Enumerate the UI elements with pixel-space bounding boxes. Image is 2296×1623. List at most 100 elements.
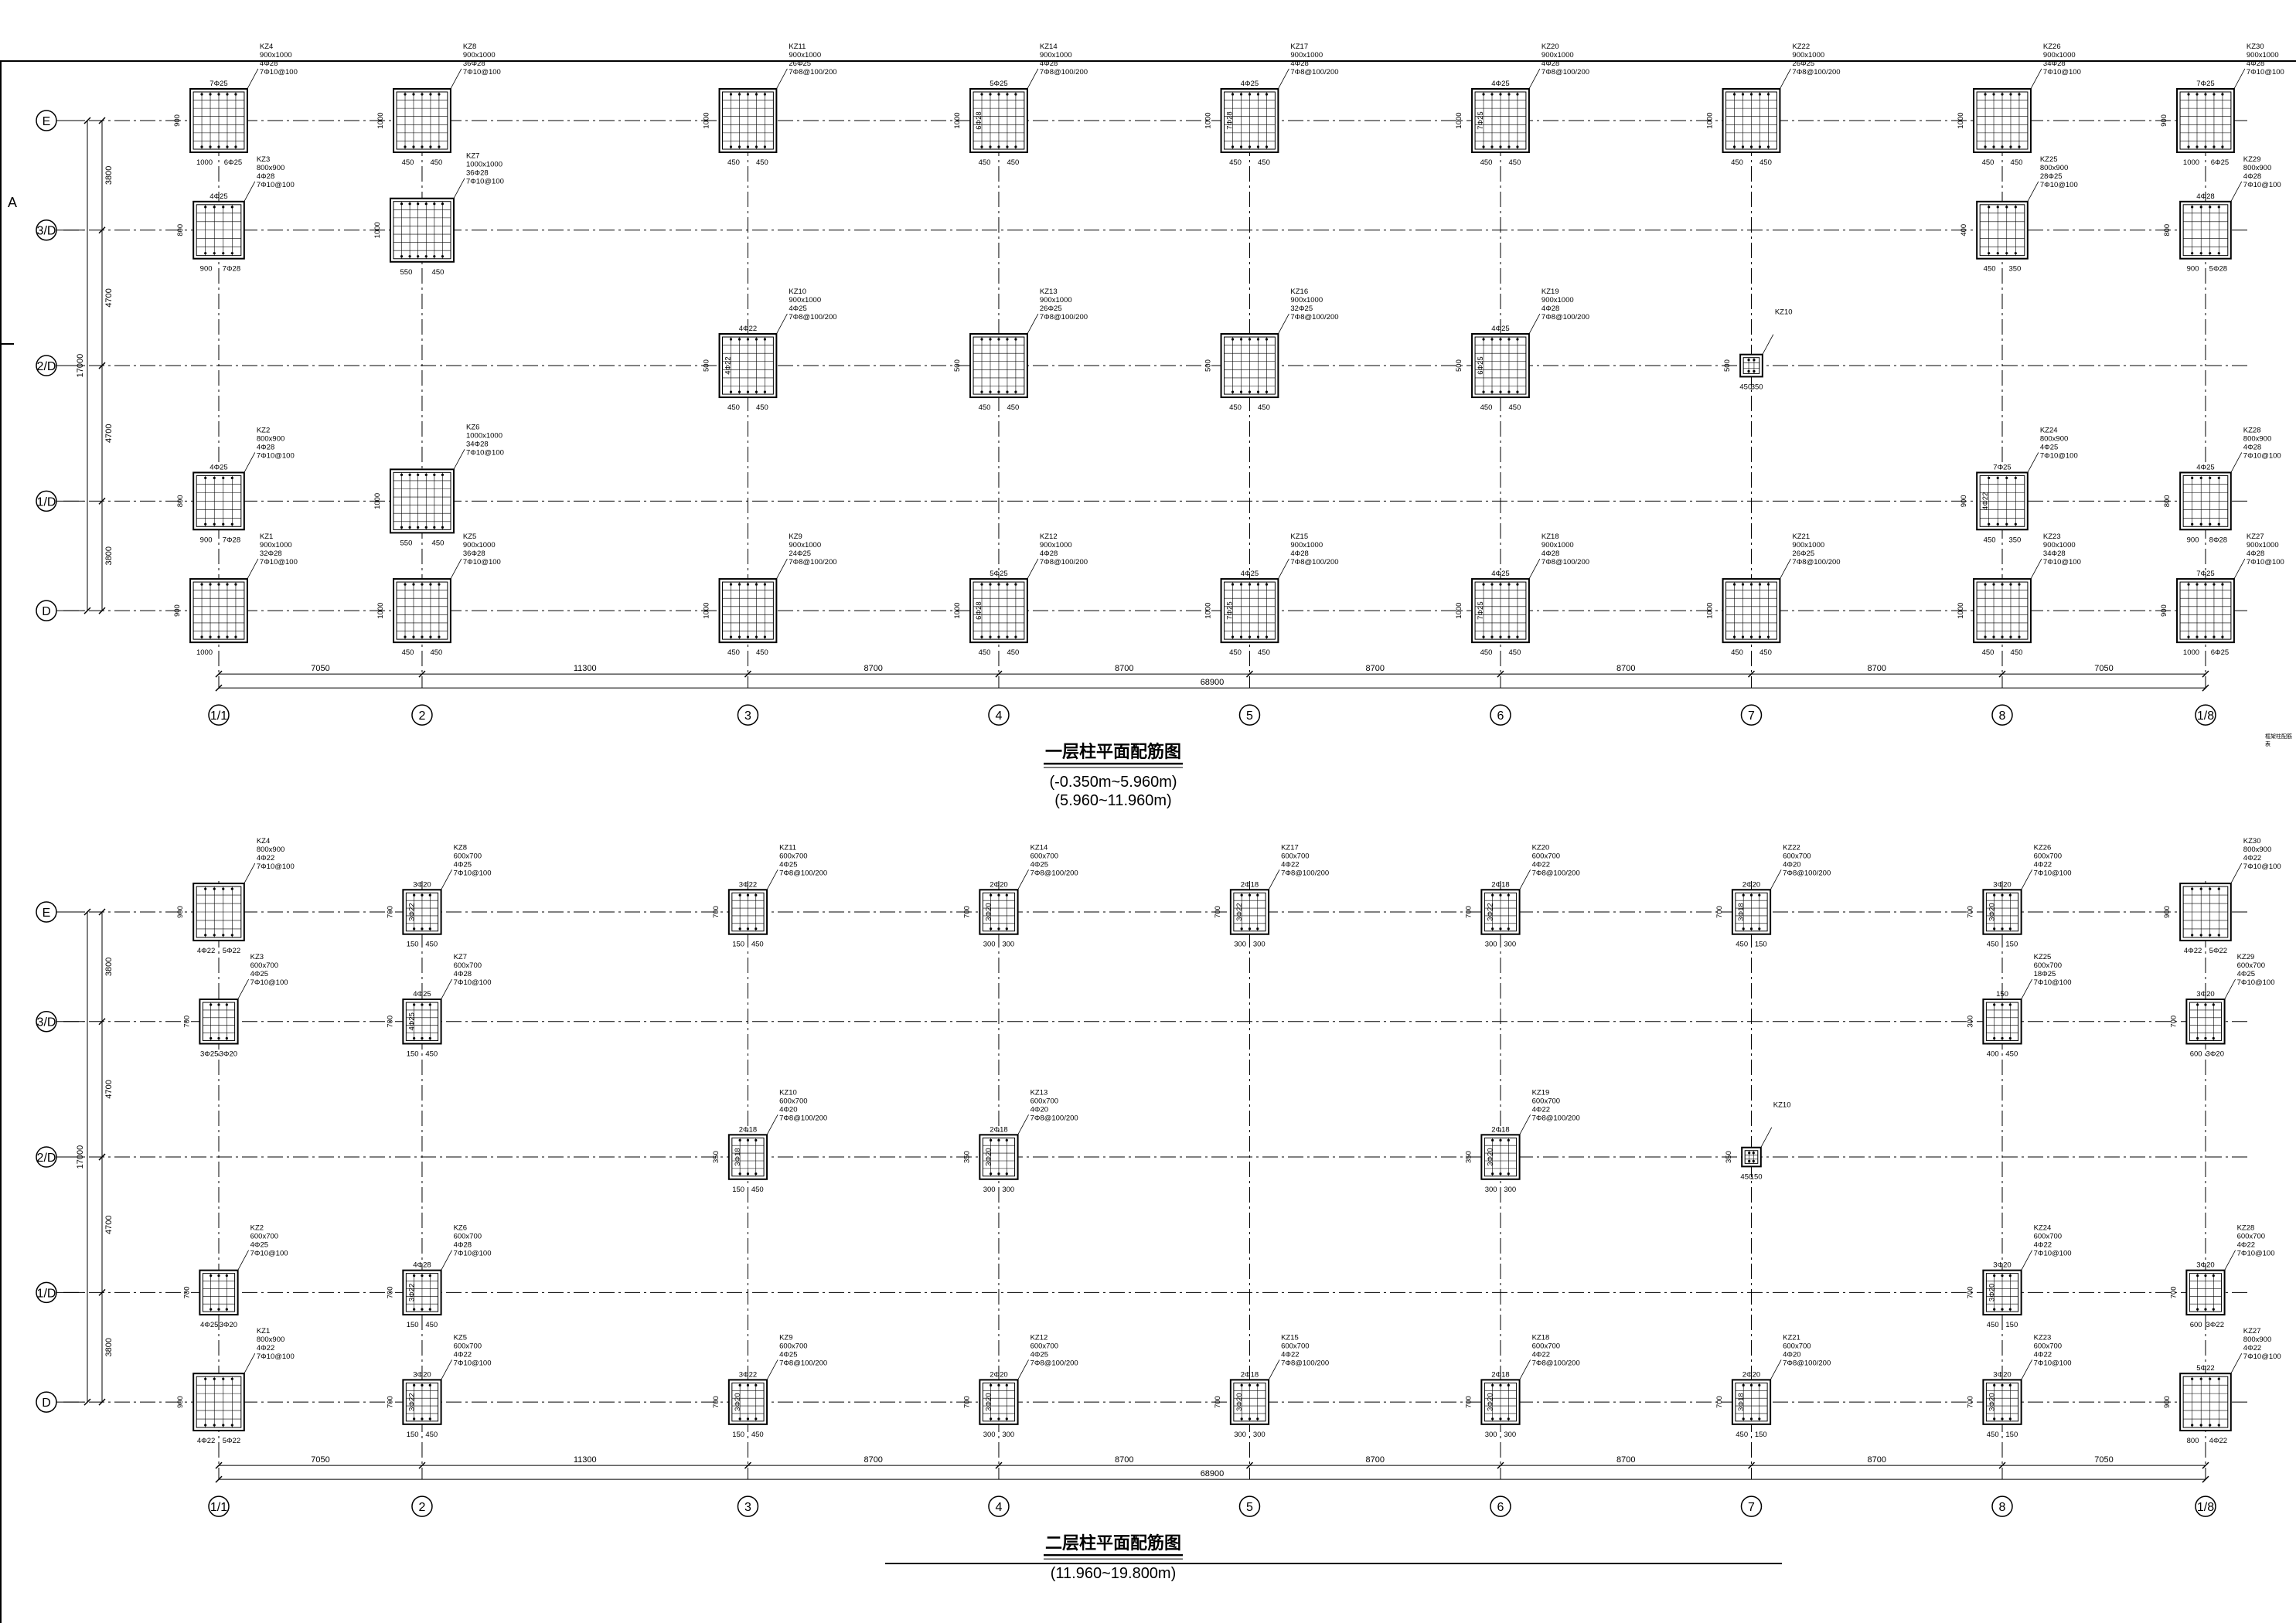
column-label: 7Φ10@100 xyxy=(2043,68,2081,77)
column-dim: 150 xyxy=(407,1431,419,1439)
column-label: 7Φ10@100 xyxy=(2243,1352,2281,1361)
column-label: 600x700 xyxy=(250,1233,278,1241)
column-rebar xyxy=(2005,206,2008,209)
column-rebar xyxy=(1988,476,1991,480)
column-label: KZ17 xyxy=(1281,843,1299,852)
column-rebar xyxy=(1766,635,1770,638)
axis-label: 4 xyxy=(996,709,1003,723)
column-leader xyxy=(766,1359,778,1380)
plan-elevation: (-0.350m~5.960m) xyxy=(1049,774,1177,791)
column-dim: 900 xyxy=(2160,604,2168,617)
column-rebar xyxy=(990,1172,993,1176)
column-rebar xyxy=(1507,145,1511,148)
column-rebar xyxy=(438,93,441,96)
dim-tick xyxy=(215,1461,223,1469)
column-dim: 1000 xyxy=(1204,112,1213,128)
column-label: 4Φ20 xyxy=(779,1105,797,1114)
column-dim: 450 xyxy=(2011,158,2023,167)
column-rebar xyxy=(413,1417,416,1421)
column-dim: 8Φ28 xyxy=(2209,536,2227,544)
column-label: 600x700 xyxy=(779,852,807,860)
column-rebar xyxy=(421,1417,424,1421)
column-label: 7Φ10@100 xyxy=(454,1359,492,1367)
column-dim: 450 xyxy=(2005,1050,2018,1058)
column-label: 4Φ28 xyxy=(1040,550,1058,558)
column-rebar xyxy=(2209,1377,2212,1380)
column-dim: 3Φ20 xyxy=(1486,1393,1494,1410)
column-dim: 4Φ25 xyxy=(210,463,227,471)
column-rebar xyxy=(1507,1172,1510,1176)
column-dim: 2Φ20 xyxy=(990,880,1007,889)
column-label: 4Φ22 xyxy=(2034,1350,2052,1359)
column-rebar xyxy=(2014,252,2017,255)
column-rebar xyxy=(989,583,992,586)
column-rebar xyxy=(990,893,993,897)
column-rebar xyxy=(230,522,233,526)
column-label: 7Φ10@100 xyxy=(466,448,504,457)
column-rebar xyxy=(2199,934,2202,937)
column-rebar xyxy=(1758,927,1761,931)
column-rebar xyxy=(1256,93,1260,96)
column-rebar xyxy=(738,1172,741,1176)
column-rebar xyxy=(1239,635,1243,638)
column-rebar xyxy=(746,635,750,638)
column-rebar xyxy=(1248,1383,1252,1387)
column-dim: 1000 xyxy=(2183,158,2199,167)
column-label: 7Φ10@100 xyxy=(2034,1250,2072,1258)
column-rebar xyxy=(438,145,441,148)
column-dim: 300 xyxy=(1966,1016,1974,1028)
column-rebar xyxy=(428,893,431,897)
column-dim: 1000 xyxy=(1455,603,1463,619)
column-leader xyxy=(2233,558,2246,580)
dim-tick xyxy=(418,670,426,678)
column-leader xyxy=(2027,181,2039,202)
column-label: 7Φ10@100 xyxy=(2034,869,2072,877)
column-rebar xyxy=(2196,1036,2199,1040)
column-rebar xyxy=(997,145,1000,148)
column-label: KZ10 xyxy=(789,288,806,296)
dim-text: 7050 xyxy=(311,1455,329,1465)
column-dim: 3Φ20 xyxy=(413,1370,431,1379)
column-rebar xyxy=(428,1003,431,1006)
column-rebar xyxy=(1748,1159,1751,1162)
column-label: KZ8 xyxy=(463,43,476,51)
column-dim: 7Φ25 xyxy=(1993,463,2011,471)
column-leader xyxy=(1770,869,1782,890)
column-rebar xyxy=(755,893,758,897)
column-rebar xyxy=(1006,635,1009,638)
column-label: 900x1000 xyxy=(1792,51,1824,60)
column-dim: 1000 xyxy=(376,603,385,619)
column-leader xyxy=(1519,1114,1531,1135)
column-dim: 450 xyxy=(1258,158,1270,167)
column-label: 900x1000 xyxy=(1040,51,1072,60)
column-rebar xyxy=(2018,583,2021,586)
column-dim: 4Φ25 xyxy=(200,1321,218,1329)
column-rebar xyxy=(1507,1417,1510,1421)
column-label: 7Φ8@100/200 xyxy=(1792,68,1840,77)
column-rebar xyxy=(408,473,411,476)
column-rebar xyxy=(1256,145,1260,148)
column-rebar xyxy=(2009,583,2012,586)
column-label: KZ3 xyxy=(250,953,264,961)
column-rebar xyxy=(1993,1274,1996,1278)
column-rebar xyxy=(234,583,237,586)
column-rebar xyxy=(1749,893,1753,897)
column-dim: 7Φ28 xyxy=(223,265,240,274)
column-label: 7Φ10@100 xyxy=(454,978,492,987)
column-dim: 300 xyxy=(1504,941,1516,949)
column-dim: 150 xyxy=(2005,1431,2018,1439)
column-dim: 7Φ25 xyxy=(1477,111,1485,129)
axis-label: E xyxy=(43,115,51,128)
column-rebar xyxy=(1499,93,1502,96)
column-rebar xyxy=(1993,1417,1996,1421)
column-dim: 5Φ28 xyxy=(2209,265,2227,274)
column-rebar xyxy=(1248,145,1252,148)
dim-tick xyxy=(98,226,106,234)
column-label: 4Φ25 xyxy=(779,860,797,869)
column-rebar xyxy=(738,583,741,586)
column-rebar xyxy=(746,1417,750,1421)
column-dim: 3Φ20 xyxy=(984,1393,993,1410)
column-dim: 3Φ20 xyxy=(1988,1393,1996,1410)
column-label: 7Φ10@100 xyxy=(250,978,288,987)
